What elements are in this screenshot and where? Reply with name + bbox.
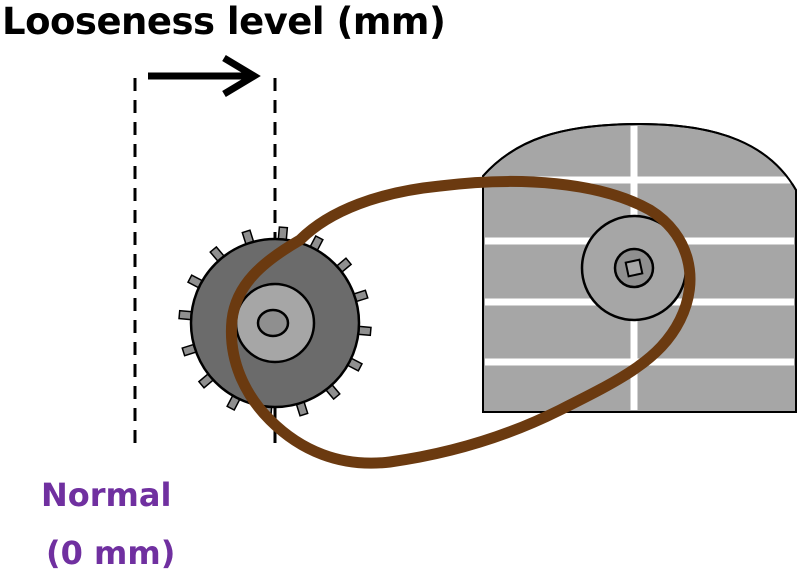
drive-belt [225,176,696,469]
diagram-title: Looseness level (mm) [2,0,446,43]
pulley-icon [580,214,688,322]
normal-value-label: (0 mm) [46,534,176,572]
normal-label: Normal [41,476,172,514]
right-arrow-icon [148,54,261,98]
